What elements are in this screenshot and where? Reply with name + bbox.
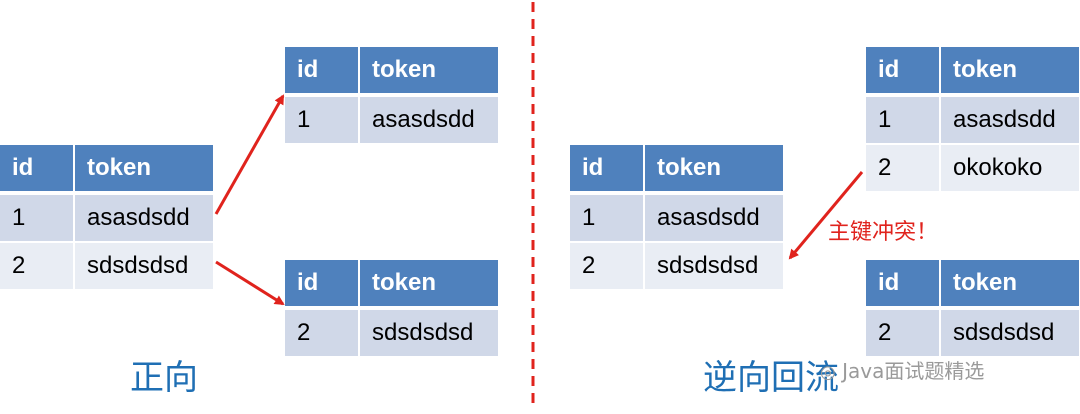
- cell-token: okokoko: [941, 143, 1079, 191]
- forward-arrow-up: [214, 94, 285, 215]
- header-token: token: [360, 47, 498, 95]
- cell-id: 2: [285, 308, 360, 356]
- header-token: token: [645, 145, 783, 193]
- cell-token: asasdsdd: [75, 193, 213, 241]
- cell-id: 1: [570, 193, 645, 241]
- forward-arrow-down: [215, 260, 285, 306]
- watermark: ◎ Java面试题精选: [820, 355, 984, 384]
- header-id: id: [285, 47, 360, 95]
- cell-id: 1: [0, 193, 75, 241]
- cell-id: 2: [866, 143, 941, 191]
- cell-id: 2: [866, 308, 941, 356]
- cell-token: sdsdsdsd: [360, 308, 498, 356]
- header-token: token: [360, 260, 498, 308]
- cell-token: asasdsdd: [941, 95, 1079, 143]
- reverse-arrow: [788, 171, 864, 260]
- watermark-text: Java面试题精选: [842, 359, 985, 383]
- cell-id: 2: [570, 241, 645, 289]
- forward-caption: 正向: [130, 358, 198, 398]
- conflict-label: 主键冲突！: [828, 220, 939, 245]
- cell-id: 1: [285, 95, 360, 143]
- header-token: token: [941, 47, 1079, 95]
- cell-token: sdsdsdsd: [645, 241, 783, 289]
- header-token: token: [941, 260, 1079, 308]
- header-token: token: [75, 145, 213, 193]
- header-id: id: [866, 47, 941, 95]
- header-id: id: [570, 145, 645, 193]
- cell-id: 2: [0, 241, 75, 289]
- cell-id: 1: [866, 95, 941, 143]
- cell-token: asasdsdd: [360, 95, 498, 143]
- cell-token: sdsdsdsd: [941, 308, 1079, 356]
- wechat-icon: ◎: [820, 362, 836, 383]
- cell-token: asasdsdd: [645, 193, 783, 241]
- header-id: id: [0, 145, 75, 193]
- header-id: id: [285, 260, 360, 308]
- header-id: id: [866, 260, 941, 308]
- reverse-caption: 逆向回流: [703, 358, 839, 398]
- cell-token: sdsdsdsd: [75, 241, 213, 289]
